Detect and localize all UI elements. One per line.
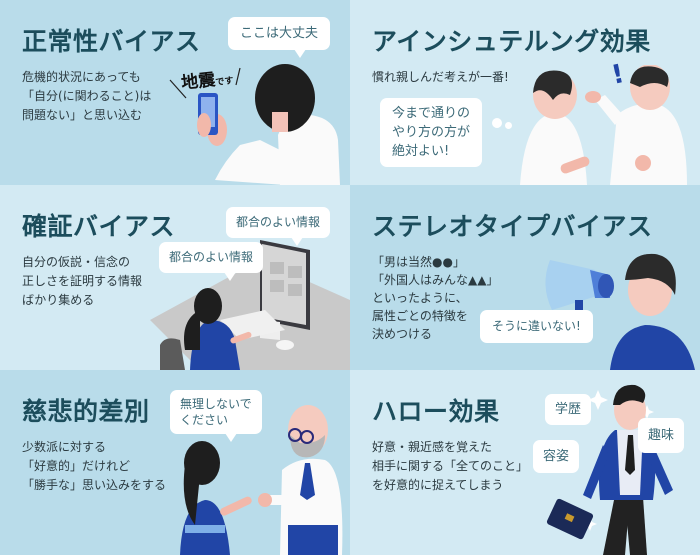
desc-line: 慣れ親しんだ考えが一番! (372, 70, 509, 84)
attribute-bubble-education: 学歴 (545, 394, 592, 425)
desc-line: 少数派に対する (22, 440, 107, 454)
speech-bubble: 無理しないで ください (170, 390, 262, 442)
attribute-bubble-hobby: 趣味 (638, 418, 685, 453)
woman-with-phone-illustration (169, 64, 340, 185)
desc-line: 「自分(に関わること)は (22, 89, 152, 103)
desc-line: 「外国人はみんな▲▲」 (372, 273, 499, 287)
speech-bubble: そうに違いない! (480, 310, 593, 343)
thought-dot (505, 122, 512, 129)
speech-bubble: 都合のよい情報 (159, 242, 264, 281)
panel-benevolent-discrimination: 慈悲的差別 少数派に対する 「好意的」だけれど 「勝手な」思い込みをする 無理し… (0, 370, 350, 555)
bubble-text: そうに違いない! (492, 319, 581, 333)
bubble-line: 絶対よい! (392, 144, 450, 159)
panel-normalcy-bias: 正常性バイアス 危機的状況にあっても 「自分(に関わること)は 問題ない」と思い… (0, 0, 350, 185)
panel-description: 危機的状況にあっても 「自分(に関わること)は 問題ない」と思い込む (22, 68, 151, 125)
desc-line: 属性ごとの特徴を (372, 309, 468, 323)
panel-title: アインシュテルング効果 (372, 27, 651, 56)
desc-line: を好意的に捉えてしまう (372, 478, 504, 492)
panel-halo-effect: ハロー効果 好意・親近感を覚えた 相手に関する「全てのこと」 を好意的に捉えてし… (350, 370, 700, 555)
panel-description: 少数派に対する 「好意的」だけれど 「勝手な」思い込みをする (22, 438, 166, 495)
panel-title: ステレオタイプバイアス (372, 212, 653, 241)
bubble-text: 容姿 (543, 449, 570, 464)
desc-line: 危機的状況にあっても (22, 70, 141, 84)
bubble-text: 都合のよい情報 (169, 250, 254, 264)
desc-line: 決めつける (372, 327, 433, 341)
bubble-line: やり方の方が (392, 125, 471, 140)
panel-confirmation-bias: 確証バイアス 自分の仮説・信念の 正しさを証明する情報 ばかり集める 都合のよい… (0, 185, 350, 370)
attribute-bubble-appearance: 容姿 (533, 440, 580, 473)
thought-dot (492, 118, 502, 128)
desc-line: 好意・親近感を覚えた (372, 440, 493, 454)
bubble-line: 無理しないで (180, 397, 252, 411)
panel-einstellung-effect: アインシュテルング効果 慣れ親しんだ考えが一番! 今まで通りの やり方の方が 絶… (350, 0, 700, 185)
woman-and-older-man-illustration (180, 405, 343, 555)
bubble-text: 都合のよい情報 (236, 215, 321, 229)
panel-title: 正常性バイアス (22, 27, 201, 56)
panel-description: 慣れ親しんだ考えが一番! (372, 68, 509, 87)
panel-stereotype-bias: ステレオタイプバイアス 「男は当然●●」 「外国人はみんな▲▲」 といったように… (350, 185, 700, 370)
bubble-line: ください (180, 413, 229, 427)
desc-line: といったように、 (372, 291, 468, 305)
panel-title: 確証バイアス (22, 212, 176, 241)
man-with-megaphone-illustration (545, 253, 695, 370)
desc-line: 「男は当然●●」 (372, 255, 465, 269)
desc-line: 自分の仮説・信念の (22, 255, 131, 269)
panel-description: 好意・親近感を覚えた 相手に関する「全てのこと」 を好意的に捉えてしまう (372, 438, 528, 495)
bubble-text: 趣味 (648, 428, 675, 443)
panel-description: 自分の仮説・信念の 正しさを証明する情報 ばかり集める (22, 253, 142, 310)
two-men-talking-illustration (520, 65, 687, 185)
panel-title: ハロー効果 (372, 397, 500, 426)
speech-bubble: 都合のよい情報 .p3 .b1::after{} (226, 207, 331, 246)
bubble-text: 学歴 (555, 402, 582, 417)
desc-line: ばかり集める (22, 293, 95, 307)
desc-line: 「勝手な」思い込みをする (22, 478, 167, 492)
desc-line: 正しさを証明する情報 (22, 274, 143, 288)
speech-bubble: ここは大丈夫 .p1 .bubble.tail-down::after{ lef… (228, 17, 331, 58)
desc-line: 「好意的」だけれど (22, 459, 131, 473)
bubble-text: ここは大丈夫 (240, 26, 319, 41)
bubble-line: 今まで通りの (392, 106, 471, 121)
desc-line: 問題ない」と思い込む (22, 108, 143, 122)
panel-description: 「男は当然●●」 「外国人はみんな▲▲」 といったように、 属性ごとの特徴を 決… (372, 253, 498, 343)
panel-title: 慈悲的差別 (22, 397, 150, 426)
thought-bubble: 今まで通りの やり方の方が 絶対よい! (380, 98, 483, 167)
desc-line: 相手に関する「全てのこと」 (372, 459, 529, 473)
woman-at-computer-illustration (150, 240, 350, 370)
